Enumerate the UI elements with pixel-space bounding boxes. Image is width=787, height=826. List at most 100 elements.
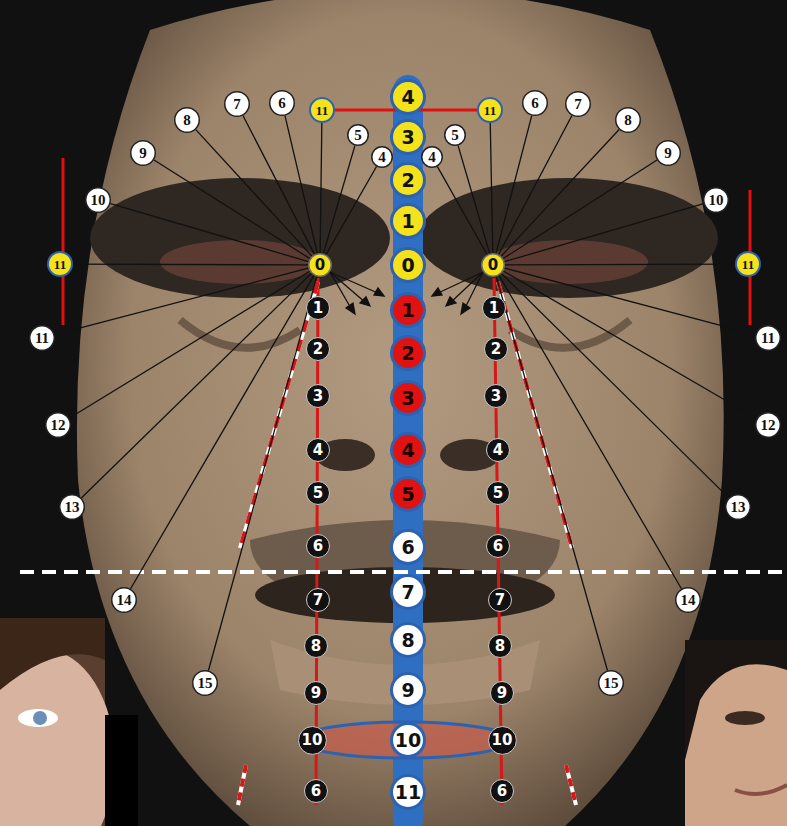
number-label: 7 — [401, 583, 414, 602]
number-label: 15 — [604, 676, 619, 691]
column-number: 3 — [484, 384, 508, 408]
number-label: 4 — [378, 150, 386, 165]
circle-shape — [704, 188, 729, 213]
radial-connector — [196, 130, 312, 257]
circle-shape — [225, 92, 250, 117]
photo-hair — [0, 618, 105, 690]
arrow-line — [464, 272, 483, 310]
circle-shape — [392, 576, 425, 609]
radial-number: 15 — [192, 670, 218, 696]
circle-shape — [392, 337, 425, 370]
number-label: 9 — [401, 681, 414, 700]
circle-shape — [483, 297, 506, 320]
number-label: 10 — [302, 733, 323, 748]
radial-number: 5 — [347, 124, 369, 146]
circle-shape — [60, 495, 85, 520]
circle-shape — [487, 535, 510, 558]
column-number: 8 — [488, 634, 512, 658]
column-number: 6 — [304, 779, 328, 803]
column-number: 7 — [306, 588, 330, 612]
circle-shape — [523, 91, 548, 116]
radial-connector — [326, 167, 377, 255]
arrowhead — [346, 303, 355, 314]
number-label: 2 — [313, 342, 323, 357]
circle-shape — [305, 780, 328, 803]
number-label: 9 — [497, 686, 507, 701]
circle-shape — [307, 439, 330, 462]
radial-connector — [131, 275, 314, 588]
circle-shape — [392, 531, 425, 564]
number-label: 15 — [198, 676, 213, 691]
radial-number: 13 — [725, 494, 751, 520]
number-label: 10 — [91, 193, 106, 208]
radial-number: 11 — [29, 325, 55, 351]
radial-number: 4 — [371, 146, 393, 168]
radial-connector — [323, 146, 355, 254]
radial-number: 11 — [755, 325, 781, 351]
sculpted-face — [77, 0, 724, 826]
number-label: 6 — [493, 539, 503, 554]
midline-red-circle: 3 — [390, 380, 426, 416]
eye-inlay — [488, 240, 648, 284]
number-label: 6 — [311, 784, 321, 799]
circle-shape — [485, 338, 508, 361]
circle-shape — [756, 326, 781, 351]
radial-number: 8 — [615, 107, 641, 133]
number-label: 13 — [731, 500, 746, 515]
midline-white-circle: 8 — [390, 622, 426, 658]
dashed-guide — [566, 765, 576, 805]
dashed-guide — [566, 765, 576, 805]
number-label: 7 — [313, 593, 323, 608]
number-label: 0 — [401, 256, 414, 275]
circle-shape — [392, 205, 425, 238]
number-label: 10 — [395, 731, 421, 750]
radial-connector — [208, 277, 316, 671]
circle-shape — [298, 726, 326, 754]
column-number: 2 — [306, 337, 330, 361]
circle-shape — [489, 635, 512, 658]
radial-number: 6 — [522, 90, 548, 116]
column-number: 10 — [488, 726, 517, 755]
radial-connector — [499, 275, 681, 588]
photo-mouth — [735, 785, 787, 794]
number-label: 8 — [183, 113, 191, 128]
circle-shape — [307, 535, 330, 558]
number-label: 6 — [278, 96, 286, 111]
radial-number: 4 — [421, 146, 443, 168]
midline-white-circle: 7 — [390, 574, 426, 610]
circle-shape — [305, 682, 328, 705]
arrowhead — [446, 297, 456, 306]
arrow-line — [330, 272, 366, 303]
circle-shape — [487, 482, 510, 505]
number-label: 7 — [574, 97, 582, 112]
radial-connector — [110, 204, 308, 262]
dashed-guide — [238, 765, 246, 805]
number-label: 1 — [489, 301, 499, 316]
number-label: 6 — [313, 539, 323, 554]
circle-shape — [445, 125, 466, 146]
column-number: 4 — [486, 438, 510, 462]
circle-shape — [348, 125, 369, 146]
number-label: 0 — [315, 258, 325, 273]
circle-shape — [305, 635, 328, 658]
circle-shape — [392, 164, 425, 197]
circle-shape — [112, 588, 137, 613]
arrowhead — [374, 288, 384, 296]
number-label: 8 — [311, 639, 321, 654]
number-label: 6 — [531, 96, 539, 111]
circle-shape — [756, 413, 781, 438]
circle-shape — [307, 482, 330, 505]
radial-number: 12 — [755, 412, 781, 438]
midline-red-circle: 5 — [390, 476, 426, 512]
circle-shape — [566, 92, 591, 117]
radial-connector — [505, 204, 704, 262]
circle-shape — [307, 338, 330, 361]
number-label: 2 — [401, 344, 414, 363]
arrow-line — [450, 272, 483, 303]
photo-mask — [105, 715, 138, 826]
column-number: 9 — [304, 681, 328, 705]
radial-number: 6 — [269, 90, 295, 116]
number-label: 5 — [493, 486, 503, 501]
midline-red-circle: 2 — [390, 335, 426, 371]
